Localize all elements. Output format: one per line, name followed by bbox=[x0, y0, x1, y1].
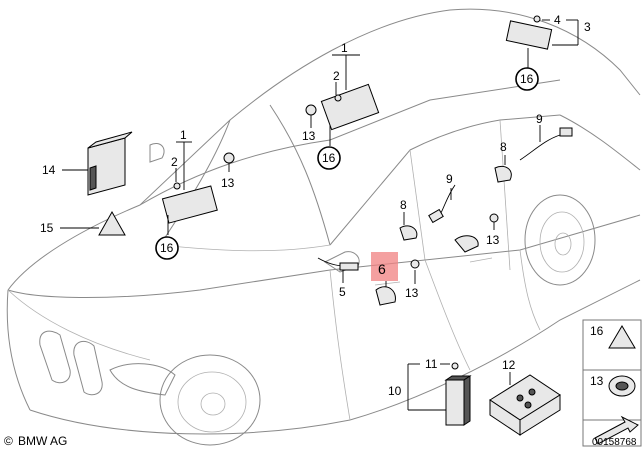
callout-circle-16-front bbox=[155, 236, 179, 260]
label-13-front: 13 bbox=[221, 176, 235, 190]
label-6: 6 bbox=[378, 261, 386, 277]
interior-lamp-front bbox=[161, 185, 218, 224]
part-group-trunk-light: 4 3 16 bbox=[505, 13, 591, 91]
grommet-icon bbox=[305, 104, 317, 116]
label-10: 10 bbox=[388, 384, 402, 398]
label-3: 3 bbox=[584, 20, 591, 34]
label-13-legend: 13 bbox=[590, 374, 604, 388]
part-group-rear-door: 8 9 13 bbox=[454, 112, 573, 253]
trunk-lamp bbox=[505, 20, 553, 50]
label-13-mirror: 13 bbox=[405, 286, 419, 300]
door-lamp-front bbox=[399, 225, 418, 241]
brand-label: BMW AG bbox=[18, 434, 67, 448]
door-lamp-rear bbox=[494, 165, 512, 183]
bulb-icon bbox=[334, 94, 342, 102]
callout-circle-16-rear bbox=[317, 146, 341, 170]
warning-triangle-icon bbox=[98, 210, 126, 236]
label-2-front: 2 bbox=[171, 155, 178, 169]
part-group-rear-lamp: 1 2 13 16 bbox=[302, 41, 380, 170]
grommet-icon bbox=[410, 259, 420, 269]
label-8-front: 8 bbox=[400, 198, 407, 212]
label-4: 4 bbox=[554, 13, 561, 27]
mirror-lamp bbox=[375, 286, 396, 306]
part-group-front-lamp: 1 2 13 16 bbox=[155, 128, 235, 260]
grommet-icon bbox=[489, 213, 499, 223]
label-13-rear: 13 bbox=[302, 129, 316, 143]
label-1-front: 1 bbox=[180, 128, 187, 142]
label-12: 12 bbox=[502, 358, 516, 372]
label-16-legend: 16 bbox=[590, 324, 604, 338]
label-8-rear: 8 bbox=[500, 140, 507, 154]
label-5: 5 bbox=[339, 285, 346, 299]
part-group-front-door: 8 9 bbox=[399, 172, 456, 284]
warning-triangle-icon bbox=[608, 325, 636, 349]
interior-lamp-rear bbox=[320, 83, 380, 131]
part-group-module: 14 15 bbox=[40, 131, 133, 236]
label-1-rear: 1 bbox=[341, 41, 348, 55]
label-9-front: 9 bbox=[446, 172, 453, 186]
label-2-rear: 2 bbox=[333, 69, 340, 83]
label-14: 14 bbox=[42, 163, 56, 177]
bulb-icon bbox=[533, 15, 541, 23]
inset-legend: 16 13 bbox=[582, 319, 642, 447]
socket bbox=[445, 379, 465, 426]
label-16-trunk: 16 bbox=[520, 72, 534, 86]
label-11: 11 bbox=[425, 357, 438, 371]
callout-circle-16-trunk bbox=[515, 67, 539, 91]
label-16-front: 16 bbox=[160, 241, 174, 255]
part-group-mirror-lamp: 6 5 13 bbox=[317, 252, 419, 306]
arrow-icon bbox=[594, 415, 639, 445]
part-group-kit: 12 bbox=[489, 358, 561, 436]
diagram-number: 00158768 bbox=[592, 437, 637, 448]
copyright-symbol: © bbox=[4, 434, 13, 448]
label-15: 15 bbox=[40, 221, 54, 235]
bulb-icon bbox=[451, 362, 459, 370]
label-13-door: 13 bbox=[486, 233, 500, 247]
highlight-part-6 bbox=[371, 252, 398, 281]
label-9-rear: 9 bbox=[536, 112, 543, 126]
label-16-rear: 16 bbox=[322, 151, 336, 165]
footer: © BMW AG 00158768 bbox=[4, 434, 637, 448]
grommet-icon bbox=[223, 152, 235, 164]
part-group-socket: 11 10 bbox=[388, 357, 472, 426]
car-outline bbox=[6, 8, 641, 446]
bulb-icon bbox=[173, 182, 181, 190]
